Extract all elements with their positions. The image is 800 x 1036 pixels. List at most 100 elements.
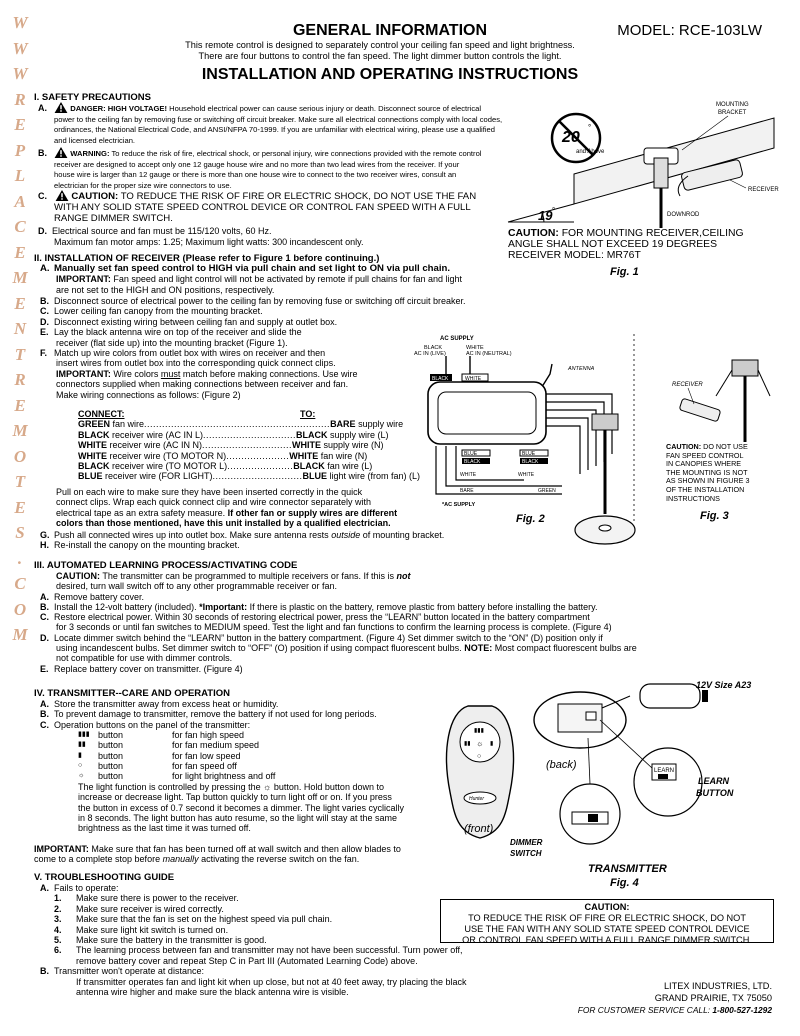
installation-title: INSTALLATION AND OPERATING INSTRUCTIONS <box>201 66 579 83</box>
model-number: MODEL: RCE-103LW <box>617 22 762 39</box>
bare-label: BARE <box>460 488 474 494</box>
figure-3-diagram: RECEIVER <box>672 359 771 442</box>
button-icon-light: ☼ <box>476 739 483 748</box>
connection-cell: BLUE <box>78 471 103 482</box>
item-number: 3. <box>54 914 62 925</box>
troubleshooting-heading: V. TROUBLESHOOTING GUIDE <box>34 872 175 883</box>
button-word: button <box>98 730 124 740</box>
watermark-letter: R <box>14 370 26 389</box>
connection-row: BLUE receiver wire (FOR LIGHT)..........… <box>78 471 438 481</box>
company-name: LITEX INDUSTRIES, LTD. <box>663 981 772 991</box>
customer-service-label: FOR CUSTOMER SERVICE CALL: <box>577 1005 711 1015</box>
ac-supply-label: AC SUPPLY <box>440 336 474 342</box>
watermark-letter: M <box>12 268 28 287</box>
button-icon: ▮▮▮ <box>78 731 90 738</box>
bracket-label: BRACKET <box>718 110 747 116</box>
learning-heading: III. AUTOMATED LEARNING PROCESS/ACTIVATI… <box>34 560 298 571</box>
connection-cell: WHITE <box>78 450 107 461</box>
troubleshooting-item: 6.The learning process between fan and t… <box>40 945 540 955</box>
footer: LITEX INDUSTRIES, LTD. GRAND PRAIRIE, TX… <box>560 980 772 1016</box>
watermark-letter: R <box>14 89 26 109</box>
intro-text: This remote control is designed to separ… <box>0 40 760 62</box>
safety-item-d: D.Electrical source and fan must be 115/… <box>38 226 364 247</box>
troubleshooting-item: 5.Make sure the battery in the transmitt… <box>40 935 540 945</box>
troubleshooting-list: A.Fails to operate: 1.Make sure there is… <box>40 883 540 997</box>
to-header: TO: <box>300 409 316 419</box>
receiver-steps-b-e: B.Disconnect source of electrical power … <box>40 296 466 400</box>
safety-heading: I. SAFETY PRECAUTIONS <box>34 92 152 103</box>
receiver-body <box>427 381 547 445</box>
warning-icon <box>54 102 68 113</box>
button-desc: for light brightness and off <box>172 771 276 782</box>
back-label: (back) <box>546 759 577 771</box>
connection-cell: ............................... <box>203 429 297 440</box>
watermark-letter: N <box>13 319 27 338</box>
connection-row: WHITE receiver wire (TO MOTOR N)........… <box>78 451 438 461</box>
connection-cell: .............................. <box>212 471 303 482</box>
watermark-letter: . <box>17 548 23 568</box>
receiver-unit <box>681 159 743 191</box>
customer-service-phone: 1-800-527-1292 <box>712 1005 772 1015</box>
receiver-steps-g-h: G.Push all connected wires up into outle… <box>40 530 445 551</box>
black-tag-2: BLACK <box>464 459 481 465</box>
wiring-safety-note: Pull on each wire to make sure they have… <box>56 487 398 529</box>
item-text: Make sure the battery in the transmitter… <box>76 935 267 946</box>
intro-line-2: There are four buttons to control the fa… <box>198 50 562 61</box>
connection-cell: fan wire (N) <box>318 450 368 461</box>
ac-neutral-label: AC IN (NEUTRAL) <box>466 351 512 357</box>
watermark-letter: O <box>13 446 27 466</box>
learning-steps: CAUTION: The transmitter can be programm… <box>40 571 637 674</box>
item-text: Make sure there is power to the receiver… <box>76 893 239 904</box>
connection-row: BLACK receiver wire (AC IN L)...........… <box>78 430 438 440</box>
button-list-item: ▮▮▮ button for fan high speed <box>78 730 318 740</box>
black-label: BLACK <box>424 345 442 351</box>
dimmer-label-2: SWITCH <box>510 849 542 858</box>
watermark-letter: M <box>12 421 28 440</box>
button-icon-medium: ▮▮ <box>464 741 471 747</box>
connection-cell: WHITE <box>292 440 322 451</box>
safety-item-b: B. WARNING: To reduce the risk of fire, … <box>38 147 482 190</box>
connection-cell: fan wire <box>110 419 145 430</box>
watermark-letter: E <box>14 242 26 262</box>
button-word: button <box>98 740 124 751</box>
item-number: 6. <box>54 945 62 956</box>
connection-cell: ..................... <box>226 450 290 461</box>
receiver-in-canopy <box>679 398 721 422</box>
figure-1-diagram: 19 ° 20 ° and Above MOUNTING BRACKET REC… <box>507 102 779 228</box>
figure-3-label: Fig. 3 <box>700 510 729 522</box>
connection-cell: supply wire (L) <box>327 429 389 440</box>
connection-cell: receiver wire (AC IN L) <box>109 429 204 440</box>
watermark-letter: W <box>12 38 28 58</box>
connection-cell: BLACK <box>296 429 328 440</box>
connection-cell: BLACK <box>78 429 110 440</box>
transmitter-steps: A.Store the transmitter away from excess… <box>40 699 377 730</box>
battery-icon <box>639 683 701 709</box>
white-tag-2: WHITE <box>460 472 477 478</box>
watermark-letter: T <box>14 344 26 364</box>
white-label: WHITE <box>466 345 484 351</box>
item-text: Make sure receiver is wired correctly. <box>76 903 224 914</box>
watermark-letter: E <box>14 497 26 517</box>
learn-detail-circle <box>633 747 703 817</box>
angle-19-label: 19 <box>538 208 553 223</box>
button-icon: ○ <box>78 761 83 769</box>
black-tag: BLACK <box>432 376 449 382</box>
front-label: (front) <box>464 823 494 835</box>
button-desc: for fan medium speed <box>172 740 260 751</box>
black-tag-3: BLACK <box>522 459 539 465</box>
connection-cell: GREEN <box>78 419 111 430</box>
button-desc: for fan speed off <box>172 760 237 771</box>
figure-4-transmitter: ▮▮▮ ▮▮ ▮ ○ ☼ Hunter (front) (back) 12V S… <box>445 680 751 889</box>
item-number: 1. <box>54 893 62 904</box>
transmitter-button-pad <box>459 721 501 763</box>
receiver-step-a: A.Manually set fan speed control to HIGH… <box>40 263 463 295</box>
connection-cell: ........................................… <box>144 419 331 430</box>
watermark-letter: E <box>14 115 26 134</box>
watermark-letter: E <box>14 293 26 313</box>
light-icon-inline: ☼ <box>263 782 272 792</box>
degree-mark-20: ° <box>588 123 591 132</box>
button-desc: for fan high speed <box>172 730 245 740</box>
connection-cell: ...................... <box>227 461 294 472</box>
